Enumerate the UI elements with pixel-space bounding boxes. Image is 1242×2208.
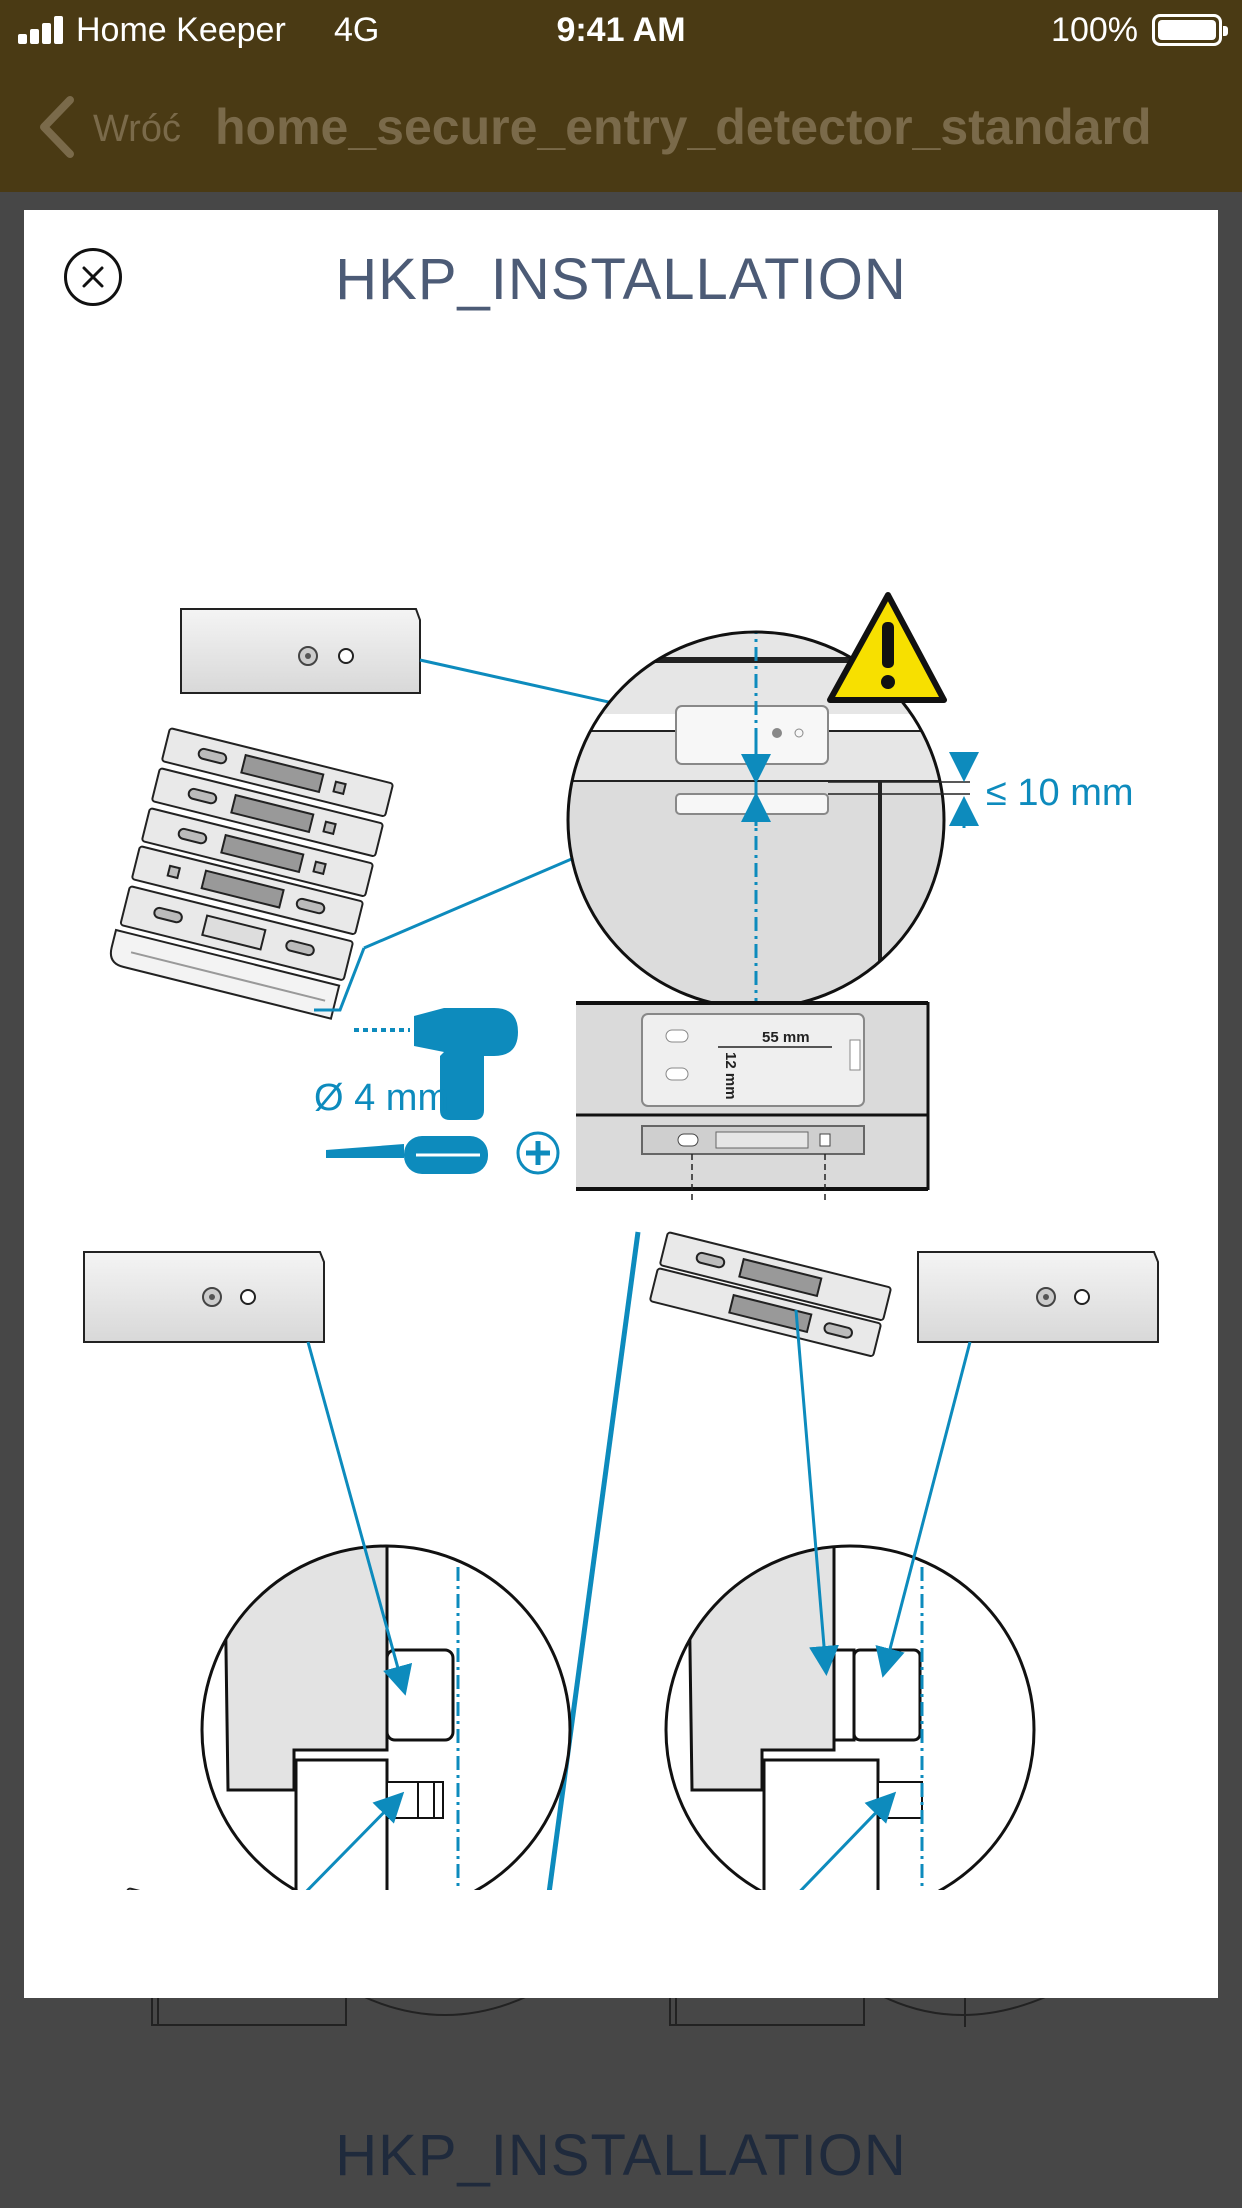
- screwdriver-icon: [326, 1136, 488, 1174]
- magnet-parts-exploded: [109, 727, 394, 1020]
- battery-percentage: 100%: [1051, 11, 1138, 49]
- modal-title: HKP_INSTALLATION: [335, 247, 907, 312]
- warning-icon: [827, 592, 947, 703]
- back-button[interactable]: Wróć: [93, 108, 181, 150]
- sensor-body-top: [180, 608, 421, 694]
- installation-diagram: ≤ 10 mm Ø 4 mm: [83, 592, 1159, 1890]
- carrier-name: Home Keeper: [76, 11, 286, 49]
- detail-circle-bottom-right: [664, 1544, 1036, 1890]
- network-type: 4G: [334, 11, 380, 49]
- battery-icon: [1152, 14, 1228, 46]
- detail-circle-bottom-left: [200, 1544, 572, 1890]
- arrow-bl-sensor: [306, 1341, 413, 1696]
- navigation-bar: Wróć home_secure_entry_detector_standard: [0, 62, 1242, 192]
- gap-label: ≤ 10 mm: [986, 772, 1134, 814]
- status-time: 9:41 AM: [556, 11, 686, 49]
- drill-icon: [354, 1008, 518, 1120]
- height-dimension-label: 12 mm: [722, 1052, 739, 1100]
- close-icon: [82, 266, 104, 288]
- drill-diameter-label: Ø 4 mm: [314, 1077, 449, 1119]
- magnet-bracket-line: [314, 947, 366, 1012]
- arrow-bl-magnet: [305, 1791, 405, 1890]
- sensor-body-bottom-left: [83, 1251, 325, 1343]
- arrow-br-magnet: [794, 1309, 839, 1676]
- width-dimension-label: 55 mm: [762, 1029, 810, 1046]
- phillips-screw-icon: [516, 1131, 560, 1175]
- image-viewer-modal: HKP_INSTALLATION: [24, 210, 1218, 1998]
- arrow-br-lower-magnet: [799, 1791, 897, 1890]
- gap-dimension: ≤ 10 mm: [949, 752, 1134, 828]
- signal-strength-icon: [18, 16, 66, 44]
- sensor-body-bottom-right: [917, 1251, 1159, 1343]
- page-title: home_secure_entry_detector_standard: [215, 99, 1152, 155]
- close-button[interactable]: [64, 248, 122, 306]
- arrow-br-sensor: [875, 1341, 972, 1678]
- mounting-plate-detail: 55 mm 12 mm: [576, 1001, 930, 1200]
- diagonal-divider: [546, 1231, 641, 1890]
- back-chevron-icon[interactable]: [36, 96, 76, 158]
- background-illustration-fragment: [151, 1995, 1051, 2027]
- magnet-top-bottom-right: [649, 1231, 892, 1357]
- background-section-title: HKP_INSTALLATION: [335, 2123, 907, 2188]
- status-bar: Home Keeper 4G 9:41 AM 100%: [0, 0, 1242, 62]
